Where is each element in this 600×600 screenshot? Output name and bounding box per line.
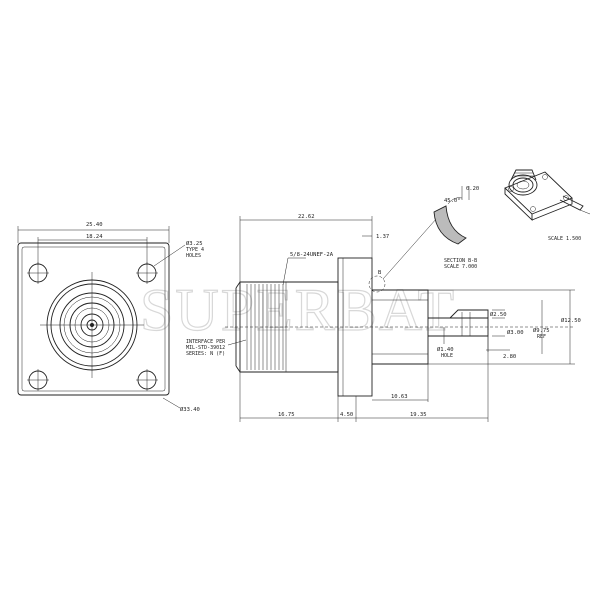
interface-note-2: MIL-STD-39012 <box>186 345 225 351</box>
watermark: SUPERBAT <box>140 277 456 343</box>
section-label: SECTION B-B <box>444 258 477 264</box>
dim-holes-spacing: 18.24 <box>86 234 103 240</box>
dim-hole-label: HOLE <box>441 353 453 359</box>
dim-flange-dia: Ø33.40 <box>180 406 200 413</box>
dim-overall: 25.40 <box>86 222 103 228</box>
dim-19-35: 19.35 <box>410 412 427 418</box>
dim-hole: Ø3.25 <box>186 240 203 247</box>
dim-cup2: Ø3.00 <box>507 329 524 336</box>
hole-note-holes: HOLES <box>186 253 201 259</box>
section-scale: SCALE 7.000 <box>444 264 477 270</box>
marker-b: B <box>378 270 382 276</box>
dim-tail-dia: Ø12.50 <box>561 317 581 324</box>
interface-note-1: INTERFACE PER <box>186 339 226 345</box>
side-view: B 22.62 1.37 5/8-24UNEF-2A INTERFACE PER… <box>186 214 581 422</box>
dim-flange-step: 1.37 <box>376 234 389 240</box>
dim-length: 22.62 <box>298 214 315 220</box>
front-view: 25.40 18.24 Ø3.25 TYPE 4 HOLES Ø33.40 <box>17 222 204 413</box>
iso-scale: SCALE 1.500 <box>548 236 581 242</box>
dim-4-50: 4.50 <box>340 412 353 418</box>
dim-10-63: 10.63 <box>391 394 408 400</box>
dim-hole-small: Ø1.40 <box>437 346 454 353</box>
dim-cup: Ø2.50 <box>490 311 507 318</box>
section-bb: 0.20 45.0° SECTION B-B SCALE 7.000 <box>433 186 479 270</box>
hole-note-type: TYPE 4 <box>186 247 204 253</box>
interface-note-3: SERIES: N (F) <box>186 351 225 357</box>
dim-pin-dia: Ø9.75 <box>533 327 550 334</box>
dim-pin-ref: REF <box>537 334 546 340</box>
section-dim-020: 0.20 <box>466 186 479 192</box>
section-angle: 45.0° <box>444 198 461 204</box>
dim-16-75: 16.75 <box>278 412 295 418</box>
dim-2-80: 2.80 <box>503 354 516 360</box>
thread-spec: 5/8-24UNEF-2A <box>290 252 334 258</box>
iso-view: SCALE 1.500 <box>504 169 591 242</box>
